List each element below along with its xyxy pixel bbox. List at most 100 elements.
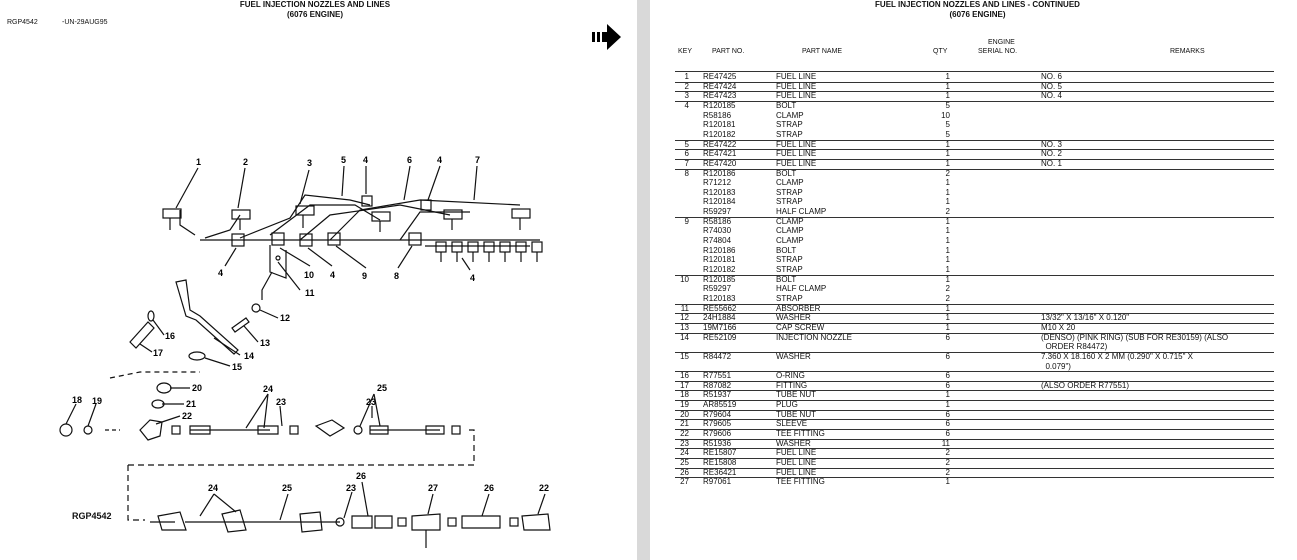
- row-name: INJECTION NOZZLE: [776, 332, 853, 342]
- left-page-title: FUEL INJECTION NOZZLES AND LINES (6076 E…: [160, 0, 470, 20]
- row-remarks: (ALSO ORDER R77551): [1041, 380, 1130, 390]
- row-part: R59297: [703, 207, 732, 217]
- parts-diagram: 1 2 3 5 4 6 4 7 4 10 4 9 8 4 11 12 13 16…: [59, 24, 621, 548]
- callout: 16: [165, 331, 175, 341]
- row-qty: 1: [945, 245, 950, 255]
- row-key: 18: [680, 390, 689, 400]
- row-part: RE15808: [703, 458, 737, 467]
- row-name: FUEL LINE: [776, 458, 817, 467]
- row-key: 3: [684, 91, 689, 101]
- row-part: R120184: [703, 197, 736, 207]
- callout: 5: [341, 155, 346, 165]
- row-part: R77551: [703, 371, 732, 381]
- row-name: BOLT: [776, 100, 797, 110]
- callout: 14: [244, 351, 254, 361]
- row-part: R84472: [703, 351, 732, 361]
- header-part-name: PART NAME: [802, 48, 843, 55]
- callout: 23: [346, 483, 356, 493]
- row-rule: [675, 81, 1274, 83]
- row-part: R79605: [703, 419, 732, 429]
- row-rule: [675, 158, 1274, 160]
- row-part: R79604: [703, 409, 732, 419]
- row-name: WASHER: [776, 438, 811, 448]
- callout: 4: [330, 270, 335, 280]
- figure-label: RGP4542: [72, 511, 112, 521]
- row-name: TUBE NUT: [776, 409, 816, 419]
- row-qty: 6: [945, 429, 950, 439]
- row-key: 26: [680, 467, 689, 477]
- row-remarks: 7.360 X 18.160 X 2 MM (0.290" X 0.715" X…: [1041, 351, 1193, 371]
- row-name: FUEL LINE: [776, 91, 817, 101]
- row-part: RE47421: [703, 149, 737, 159]
- row-remarks: NO. 3: [1041, 139, 1062, 149]
- row-part: R120181: [703, 255, 736, 265]
- callout: 24: [263, 384, 273, 394]
- row-name: FUEL LINE: [776, 158, 817, 168]
- row-rule: [675, 303, 1274, 305]
- row-part: R59297: [703, 284, 732, 294]
- row-rule: [675, 419, 1274, 421]
- row-qty: 6: [945, 419, 950, 429]
- row-qty: 1: [945, 139, 950, 149]
- row-key: 23: [680, 438, 689, 448]
- callout: 23: [366, 397, 376, 407]
- row-remarks: NO. 1: [1041, 158, 1062, 168]
- row-part: R51937: [703, 390, 732, 400]
- right-page-title: FUEL INJECTION NOZZLES AND LINES - CONTI…: [810, 0, 1145, 20]
- header-key: KEY: [678, 48, 693, 55]
- row-name: ABSORBER: [776, 303, 821, 313]
- row-part: R74804: [703, 236, 732, 246]
- row-qty: 1: [945, 313, 950, 323]
- right-title-line2: (6076 ENGINE): [949, 10, 1006, 19]
- callout: 26: [356, 471, 366, 481]
- row-key: 25: [680, 458, 689, 467]
- row-rule: [675, 477, 1274, 479]
- row-qty: 2: [945, 448, 950, 458]
- callout: 25: [377, 383, 387, 393]
- callout: 24: [208, 483, 218, 493]
- row-key: 6: [684, 149, 689, 159]
- row-rule: [675, 100, 1274, 102]
- row-rule: [675, 149, 1274, 151]
- page-gutter: [637, 0, 650, 560]
- row-part: R120186: [703, 168, 736, 178]
- row-key: 20: [680, 409, 689, 419]
- row-rule: [675, 216, 1274, 218]
- callout: 20: [192, 383, 202, 393]
- row-key: 1: [684, 72, 689, 81]
- row-part: RE52109: [703, 332, 737, 342]
- row-rule: [675, 380, 1274, 382]
- row-part: R79606: [703, 429, 732, 439]
- date-code: -UN-29AUG95: [62, 19, 108, 26]
- row-qty: 6: [945, 332, 950, 342]
- row-name: O-RING: [776, 371, 805, 381]
- row-name: CAP SCREW: [776, 322, 825, 332]
- row-key: 21: [680, 419, 689, 429]
- callout: 8: [394, 271, 399, 281]
- row-name: STRAP: [776, 255, 803, 265]
- callout: 15: [232, 362, 242, 372]
- next-page-arrow-icon[interactable]: [592, 24, 621, 50]
- row-name: FITTING: [776, 380, 808, 390]
- row-rule: [675, 274, 1274, 276]
- row-qty: 2: [945, 207, 950, 217]
- callout: 22: [182, 411, 192, 421]
- row-part: R74030: [703, 226, 732, 236]
- right-page: FUEL INJECTION NOZZLES AND LINES - CONTI…: [650, 0, 1297, 560]
- callout: 4: [470, 273, 475, 283]
- row-part: R87082: [703, 380, 732, 390]
- row-part: R58186: [703, 110, 732, 120]
- row-qty: 6: [945, 371, 950, 381]
- callout: 22: [539, 483, 549, 493]
- row-name: CLAMP: [776, 236, 804, 246]
- row-key: 14: [680, 332, 689, 342]
- row-qty: 2: [945, 458, 950, 467]
- row-qty: 1: [945, 158, 950, 168]
- callout: 17: [153, 348, 163, 358]
- row-name: PLUG: [776, 400, 798, 410]
- row-remarks: NO. 5: [1041, 81, 1062, 91]
- row-part: R120186: [703, 245, 736, 255]
- row-qty: 1: [945, 236, 950, 246]
- row-part: R120181: [703, 120, 736, 130]
- row-part: RE47425: [703, 72, 737, 81]
